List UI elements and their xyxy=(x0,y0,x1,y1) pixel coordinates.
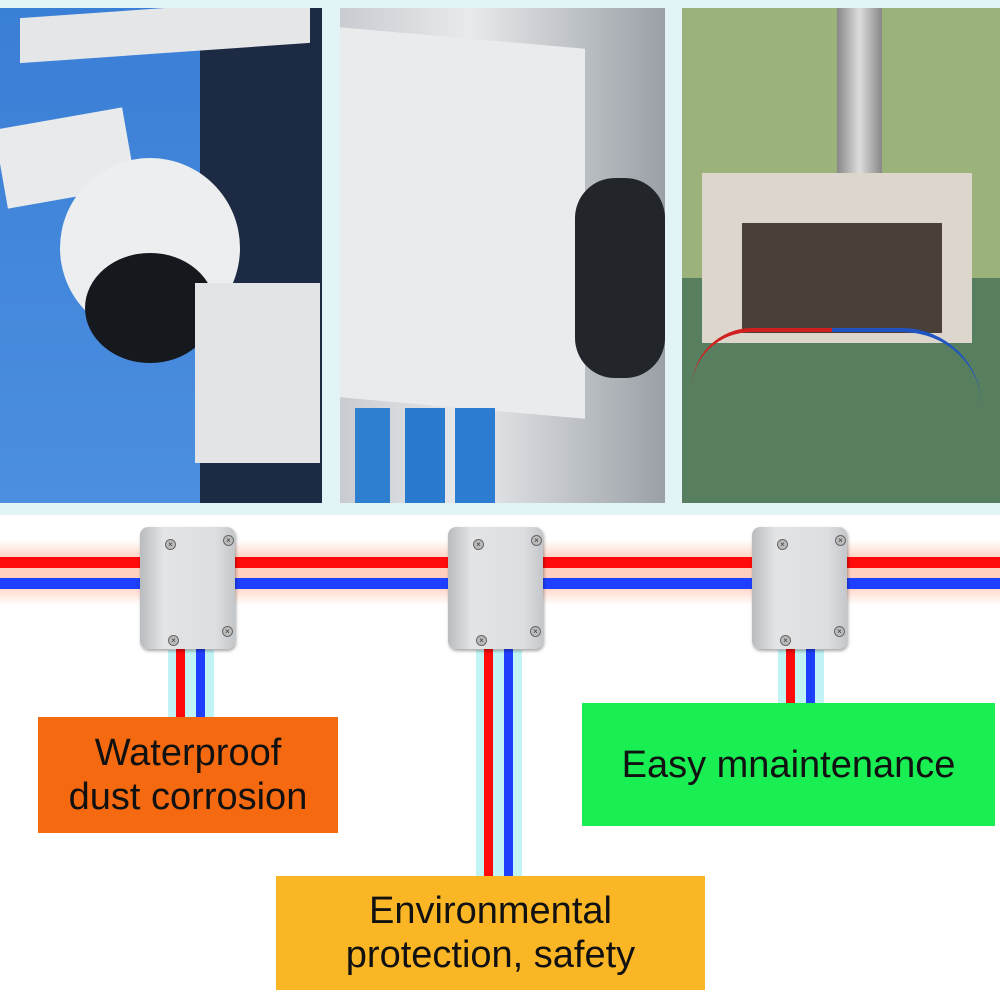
waterproof-line-1: Waterproof xyxy=(94,732,282,774)
waterproof-line-2: dust corrosion xyxy=(68,776,308,818)
environmental-line-1: Environmental xyxy=(369,890,612,932)
drop-glow xyxy=(476,650,522,876)
drop-glow xyxy=(168,650,214,717)
junction-box-icon: ×× ×× xyxy=(752,527,847,649)
security-camera-photo xyxy=(0,8,322,503)
waterproof-label: Waterproof dust corrosion xyxy=(38,717,338,833)
red-drop-wire xyxy=(484,645,493,876)
maintenance-text: Easy mnaintenance xyxy=(621,743,956,786)
junction-box-connectors-photo xyxy=(340,8,665,503)
blue-drop-wire xyxy=(196,645,205,717)
blue-drop-wire xyxy=(806,645,815,703)
junction-box-icon: ×× ×× xyxy=(140,527,235,649)
environmental-label: Environmental protection, safety xyxy=(276,876,705,990)
maintenance-label: Easy mnaintenance xyxy=(582,703,995,826)
environmental-line-2: protection, safety xyxy=(345,934,636,976)
wall-junction-box-wiring-photo xyxy=(682,8,1000,503)
drop-glow xyxy=(778,650,824,703)
red-drop-wire xyxy=(176,645,185,717)
blue-drop-wire xyxy=(504,645,513,876)
red-drop-wire xyxy=(786,645,795,703)
junction-box-icon: ×× ×× xyxy=(448,527,543,649)
